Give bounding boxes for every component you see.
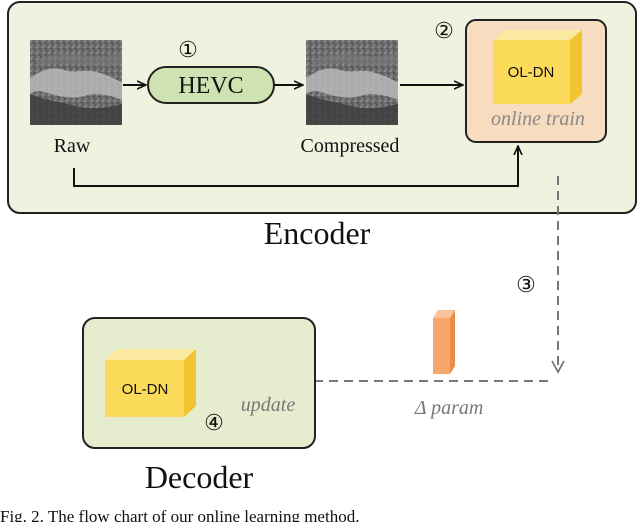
decoder-network-label: OL-DN [122,381,169,398]
decoder-network-cube [105,349,196,417]
compressed-frame-image [306,40,398,125]
update-label: update [241,394,296,416]
compressed-label: Compressed [301,135,400,157]
step-4-marker: ④ [204,410,224,435]
decoder-title: Decoder [145,459,254,495]
decoder-panel: OL-DN update ④ Decoder [82,317,316,495]
step-2-marker: ② [434,18,454,43]
encoder-panel: Raw ① HEVC Compressed ② OL-DN online tra… [7,1,637,251]
online-train-label: online train [491,108,585,130]
encoder-title: Encoder [264,215,371,251]
encoder-network-label: OL-DN [508,64,555,81]
hevc-label: HEVC [178,73,243,99]
raw-frame-image [30,40,122,125]
figure-caption: Fig. 2. The flow chart of our online lea… [0,508,360,522]
step-3-marker: ③ [516,272,536,297]
raw-feedback-arrow [73,146,518,187]
parameter-transfer: ③ Δ param [208,176,565,419]
delta-param-label: Δ param [414,397,484,419]
param-delta-block [433,310,455,374]
step-1-marker: ① [178,37,198,62]
encoder-network-cube [493,30,582,104]
raw-label: Raw [54,135,91,157]
